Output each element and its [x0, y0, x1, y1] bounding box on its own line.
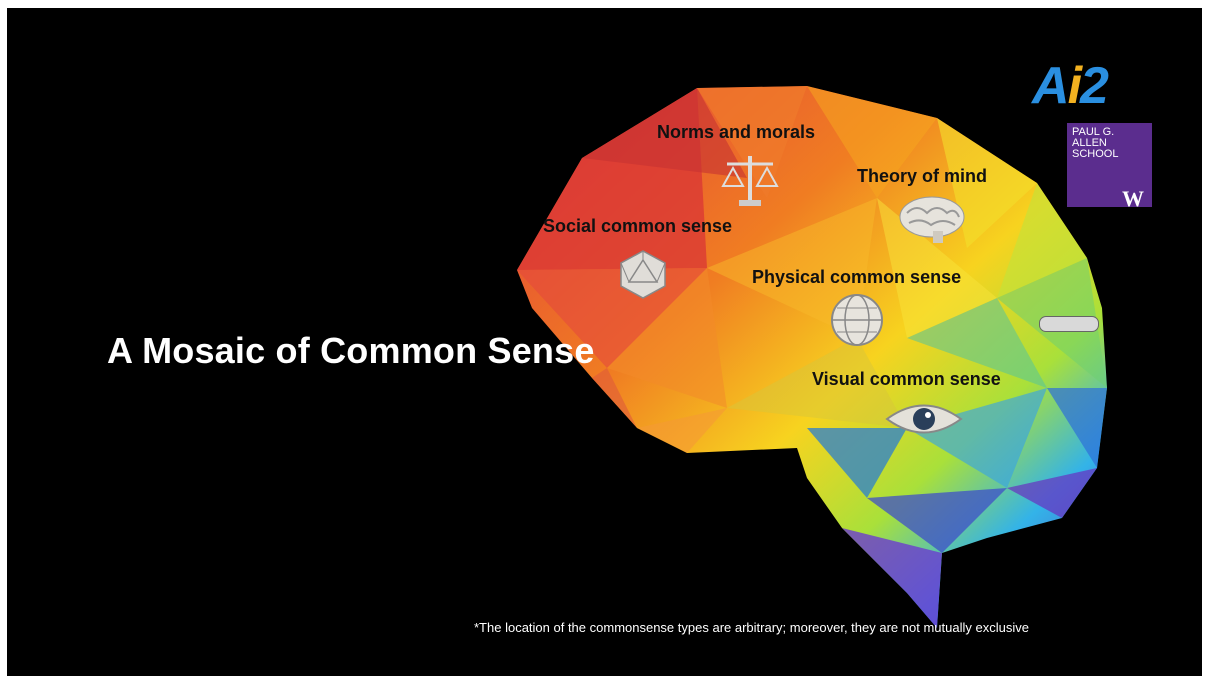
globe-icon [831, 294, 883, 346]
brain-mosaic [517, 86, 1107, 628]
slide-background: Norms and morals Theory of mind Social c… [7, 8, 1202, 676]
label-visual-common-sense: Visual common sense [812, 369, 1001, 389]
uw-allen-school-logo: PAUL G. ALLEN SCHOOL W [1067, 123, 1152, 211]
slide-title: A Mosaic of Common Sense [107, 330, 595, 371]
small-note-pill [1039, 316, 1099, 332]
label-norms-and-morals: Norms and morals [657, 122, 816, 142]
scales-icon [721, 156, 779, 206]
ai2-logo: Ai2 [1032, 57, 1109, 115]
uw-line-1: PAUL G. [1072, 126, 1115, 138]
label-physical-common-sense: Physical common sense [752, 267, 962, 287]
label-social-common-sense: Social common sense [543, 216, 733, 236]
eye-icon [885, 404, 963, 434]
polyhedron-icon [620, 250, 666, 299]
label-theory-of-mind: Theory of mind [857, 166, 987, 186]
footnote: *The location of the commonsense types a… [474, 620, 1029, 635]
uw-line-2: ALLEN [1072, 137, 1107, 149]
brain-icon [899, 196, 965, 243]
uw-line-3: SCHOOL [1072, 148, 1119, 160]
uw-w-mark: W [1122, 186, 1144, 211]
